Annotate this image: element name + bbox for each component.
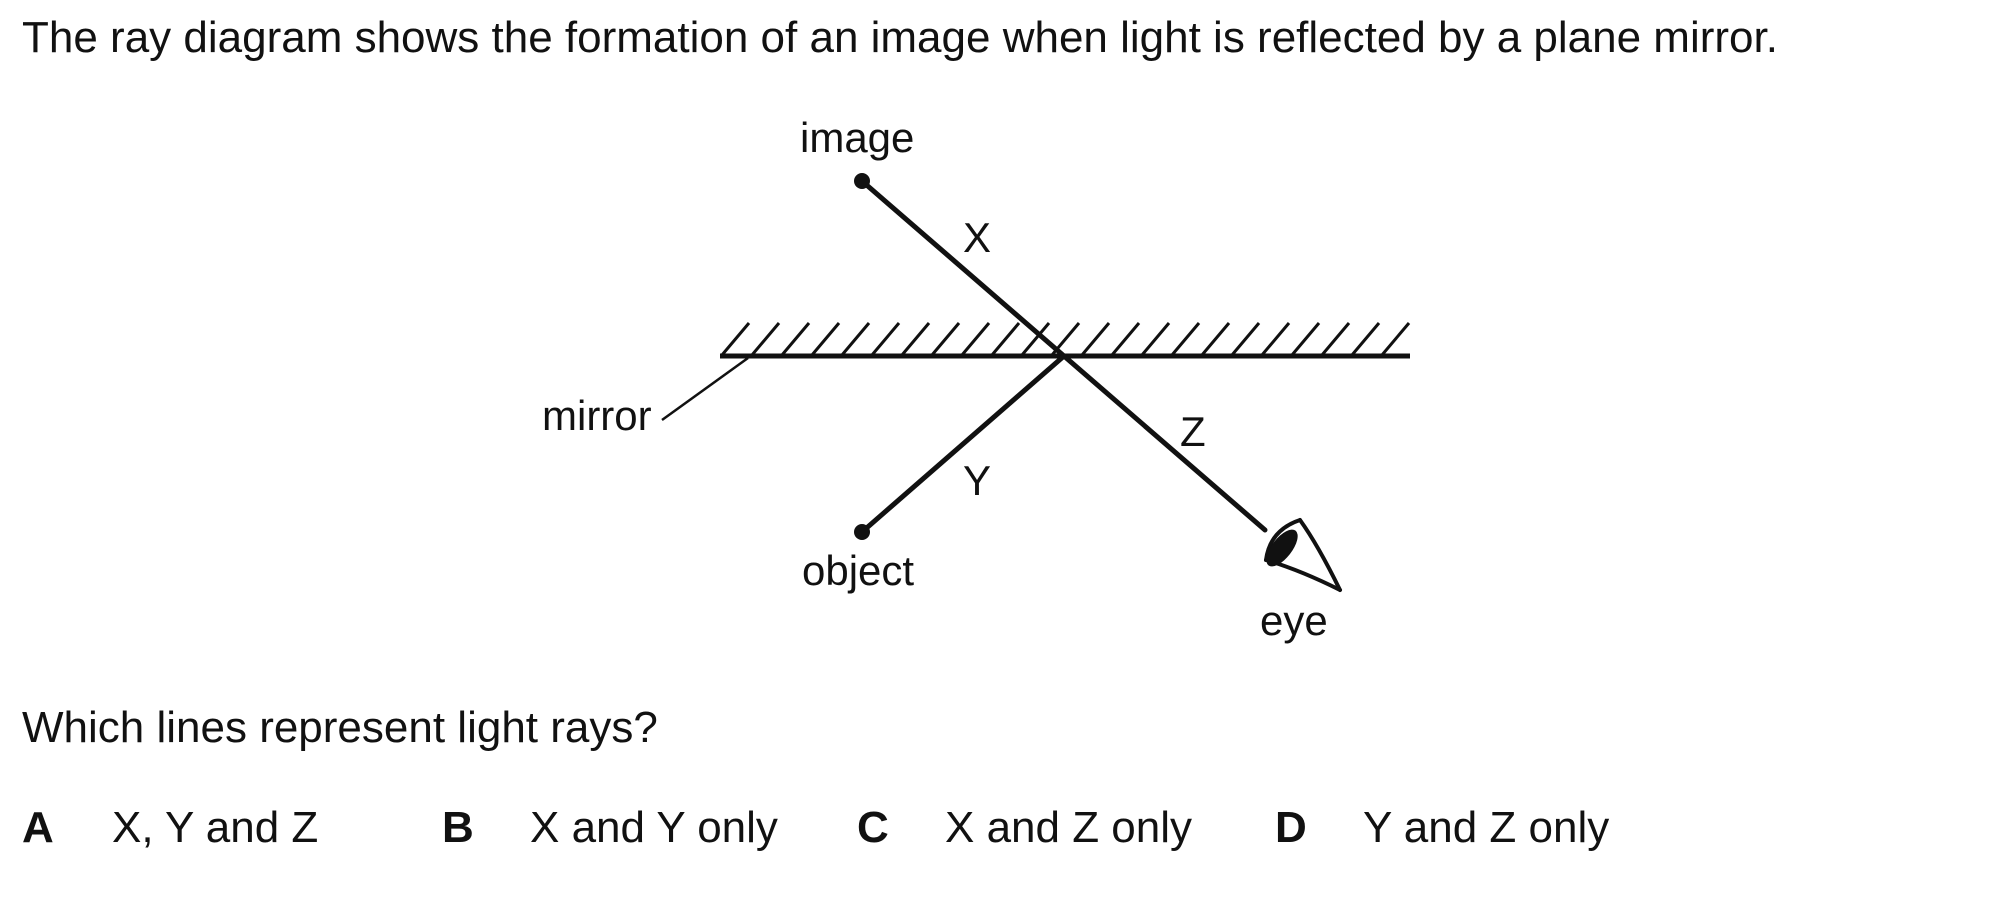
eye-label: eye bbox=[1260, 597, 1328, 644]
question-prompt: Which lines represent light rays? bbox=[22, 703, 658, 752]
mirror-leader-line bbox=[661, 356, 749, 422]
image-point bbox=[854, 173, 870, 189]
option-b-letter: B bbox=[442, 803, 474, 852]
object-label: object bbox=[802, 547, 914, 594]
object-point bbox=[854, 524, 870, 540]
line-x bbox=[859, 178, 1067, 359]
option-c-text: X and Z only bbox=[945, 803, 1193, 852]
option-a-letter: A bbox=[22, 803, 54, 852]
image-label: image bbox=[800, 114, 914, 161]
option-b-text: X and Y only bbox=[530, 803, 778, 852]
line-z bbox=[1061, 353, 1268, 533]
option-d-text: Y and Z only bbox=[1363, 803, 1610, 852]
line-y-label: Y bbox=[963, 457, 991, 504]
eye-icon bbox=[1264, 518, 1342, 592]
line-x-label: X bbox=[963, 214, 991, 261]
question-stem: The ray diagram shows the formation of a… bbox=[22, 13, 1778, 62]
line-z-label: Z bbox=[1180, 408, 1206, 455]
line-y bbox=[859, 353, 1067, 535]
option-a-text: X, Y and Z bbox=[112, 803, 319, 852]
mirror-label: mirror bbox=[542, 392, 652, 439]
option-c-letter: C bbox=[857, 803, 889, 852]
option-d-letter: D bbox=[1275, 803, 1307, 852]
mirror-hatching bbox=[720, 322, 1411, 356]
